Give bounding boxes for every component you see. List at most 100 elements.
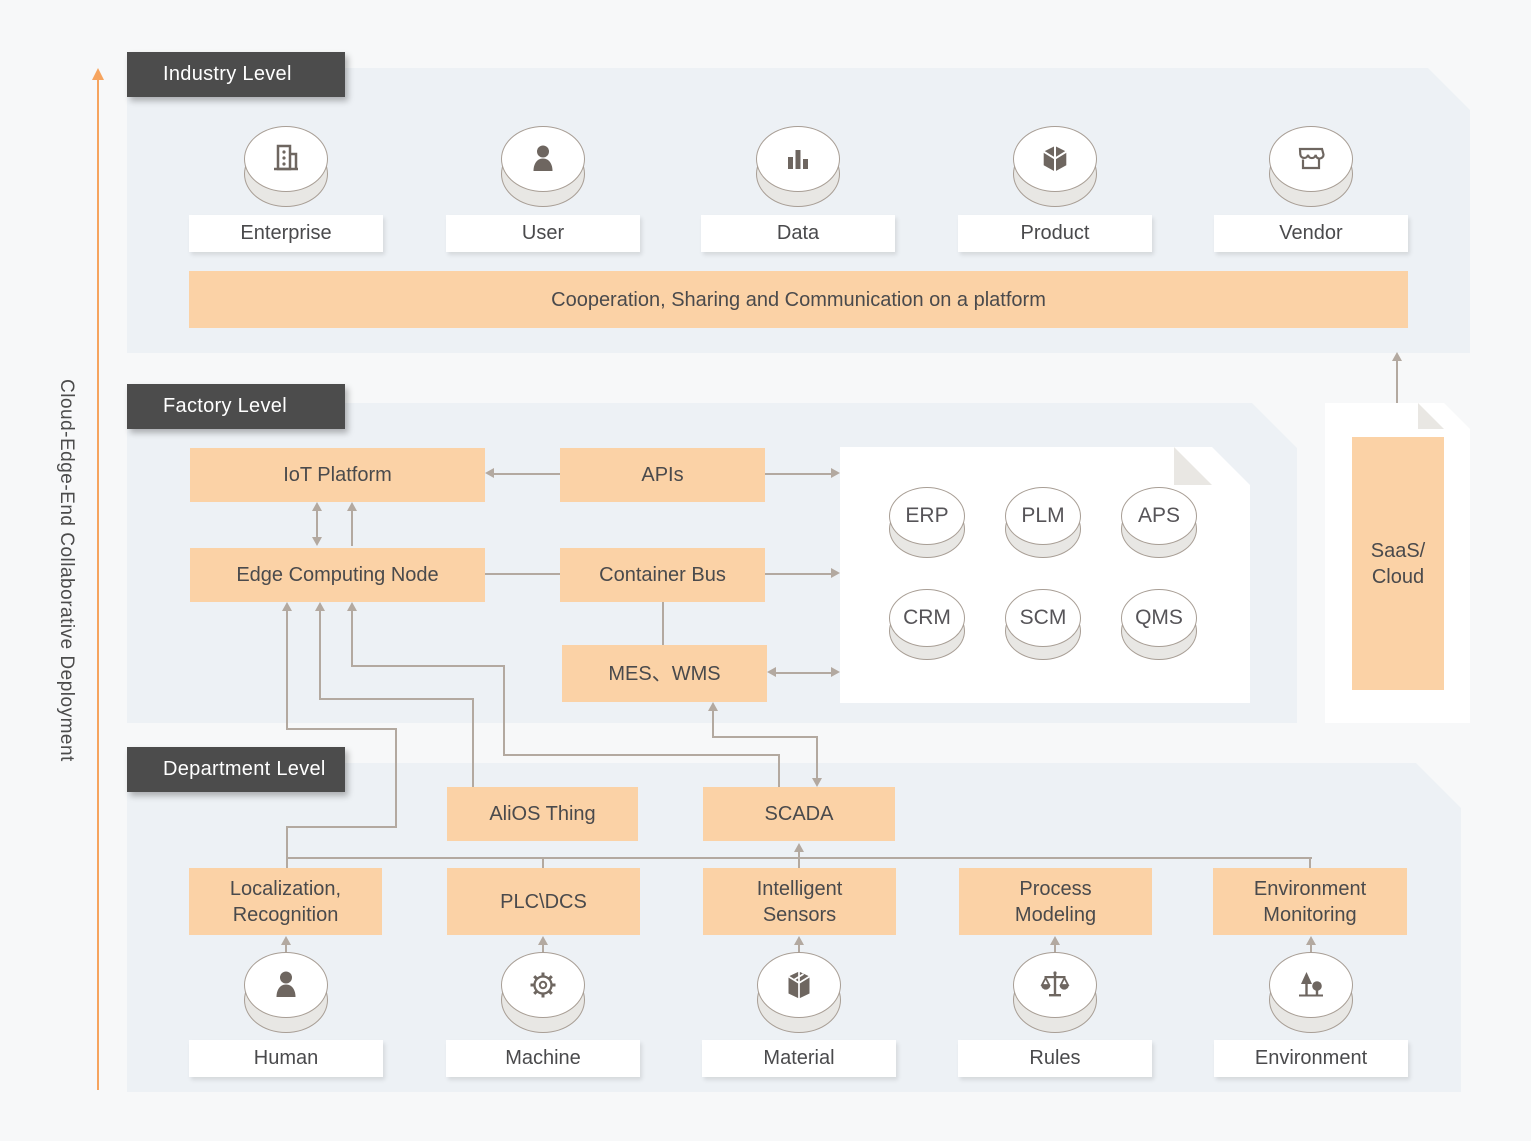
arrowhead-left-icon — [485, 468, 494, 478]
iot-platform-box: IoT Platform — [190, 448, 485, 502]
arrowhead-up-icon — [282, 602, 292, 611]
entity-label: User — [446, 215, 640, 252]
connector — [351, 665, 505, 667]
arrowhead-right-icon — [831, 568, 840, 578]
business-systems-box: ERP PLM APS CRM SCM QMS — [840, 447, 1250, 703]
arrowhead-up-icon — [281, 936, 291, 945]
arrowhead-up-icon — [347, 502, 357, 511]
user-icon — [501, 126, 585, 192]
platform-bar: Cooperation, Sharing and Communication o… — [189, 271, 1408, 328]
resource-cylinder-machine — [501, 952, 585, 1033]
mes-wms-box: MES、WMS — [562, 645, 767, 702]
department-level-tag: Department Level — [127, 747, 345, 792]
system-label: SCM — [1005, 589, 1081, 647]
arrowhead-right-icon — [831, 667, 840, 677]
package-icon — [757, 952, 841, 1018]
arrowhead-up-icon — [538, 936, 548, 945]
factory-level-tag: Factory Level — [127, 384, 345, 429]
resource-cylinder-environment — [1269, 952, 1353, 1033]
arrowhead-up-icon — [794, 843, 804, 852]
entity-label: Enterprise — [189, 215, 383, 252]
connector — [776, 672, 833, 674]
arrowhead-up-icon — [1050, 936, 1060, 945]
function-label: Localization, Recognition — [229, 877, 342, 926]
connector — [816, 736, 818, 779]
connector — [542, 857, 544, 869]
connector — [286, 610, 288, 729]
axis-label: Cloud-Edge-End Collaborative Deployment — [56, 379, 77, 762]
arrowhead-up-icon — [347, 602, 357, 611]
system-label: APS — [1121, 487, 1197, 545]
system-label: PLM — [1005, 487, 1081, 545]
arrowhead-up-icon — [312, 502, 322, 511]
person-icon — [244, 952, 328, 1018]
system-cylinder-scm: SCM — [1005, 589, 1081, 660]
resource-cylinder-rules — [1013, 952, 1097, 1033]
connector — [712, 710, 714, 738]
arrowhead-up-icon — [708, 702, 718, 711]
function-box-plc-dcs: PLC\DCS — [447, 868, 640, 935]
alios-thing-box: AliOS Thing — [447, 787, 638, 841]
system-cylinder-erp: ERP — [889, 487, 965, 558]
function-label: Environment Monitoring — [1253, 877, 1367, 926]
folded-corner — [1174, 447, 1212, 485]
resource-label: Material — [702, 1040, 896, 1077]
function-box-environment-monitoring: Environment Monitoring — [1213, 868, 1407, 935]
arrowhead-up-icon — [315, 602, 325, 611]
connector — [1054, 944, 1056, 953]
axis-arrow-line — [97, 80, 99, 1090]
connector — [351, 610, 353, 667]
axis-arrow-up-icon — [92, 68, 104, 80]
connector — [286, 826, 397, 828]
connector — [490, 473, 560, 475]
function-box-process-modeling: Process Modeling — [959, 868, 1152, 935]
connector — [1309, 857, 1311, 869]
scada-box: SCADA — [703, 787, 895, 841]
entity-label: Product — [958, 215, 1152, 252]
scale-icon — [1013, 952, 1097, 1018]
gear-icon — [501, 952, 585, 1018]
arrowhead-down-icon — [812, 778, 822, 787]
apis-box: APIs — [560, 448, 765, 502]
connector — [765, 573, 832, 575]
connector — [712, 736, 818, 738]
connector — [319, 698, 474, 700]
connector — [351, 506, 353, 546]
resource-cylinder-material — [757, 952, 841, 1033]
connector — [485, 573, 560, 575]
edge-computing-node-box: Edge Computing Node — [190, 548, 485, 602]
connector — [1310, 944, 1312, 953]
function-label: Intelligent Sensors — [756, 877, 843, 926]
resource-label: Environment — [1214, 1040, 1408, 1077]
resource-cylinder-human — [244, 952, 328, 1033]
entity-cylinder-product — [1013, 126, 1097, 207]
entity-cylinder-data — [756, 126, 840, 207]
system-cylinder-plm: PLM — [1005, 487, 1081, 558]
cube-icon — [1013, 126, 1097, 192]
function-label: PLC\DCS — [500, 890, 587, 913]
saas-cloud-inner: SaaS/ Cloud — [1352, 437, 1444, 690]
system-cylinder-qms: QMS — [1121, 589, 1197, 660]
system-label: ERP — [889, 487, 965, 545]
system-label: CRM — [889, 589, 965, 647]
container-bus-box: Container Bus — [560, 548, 765, 602]
connector — [286, 728, 397, 730]
connector — [765, 473, 832, 475]
building-icon — [244, 126, 328, 192]
connector — [319, 610, 321, 700]
function-box-intelligent-sensors: Intelligent Sensors — [703, 868, 896, 935]
connector — [472, 698, 474, 788]
arrowhead-left-icon — [767, 667, 776, 677]
saas-line: Cloud — [1371, 565, 1425, 588]
arrowhead-up-icon — [794, 936, 804, 945]
trees-icon — [1269, 952, 1353, 1018]
connector — [1396, 360, 1398, 403]
connector — [542, 944, 544, 953]
function-box-localization-recognition: Localization, Recognition — [189, 868, 382, 935]
entity-label: Vendor — [1214, 215, 1408, 252]
entity-cylinder-enterprise — [244, 126, 328, 207]
entity-label: Data — [701, 215, 895, 252]
connector — [778, 754, 780, 788]
resource-label: Machine — [446, 1040, 640, 1077]
